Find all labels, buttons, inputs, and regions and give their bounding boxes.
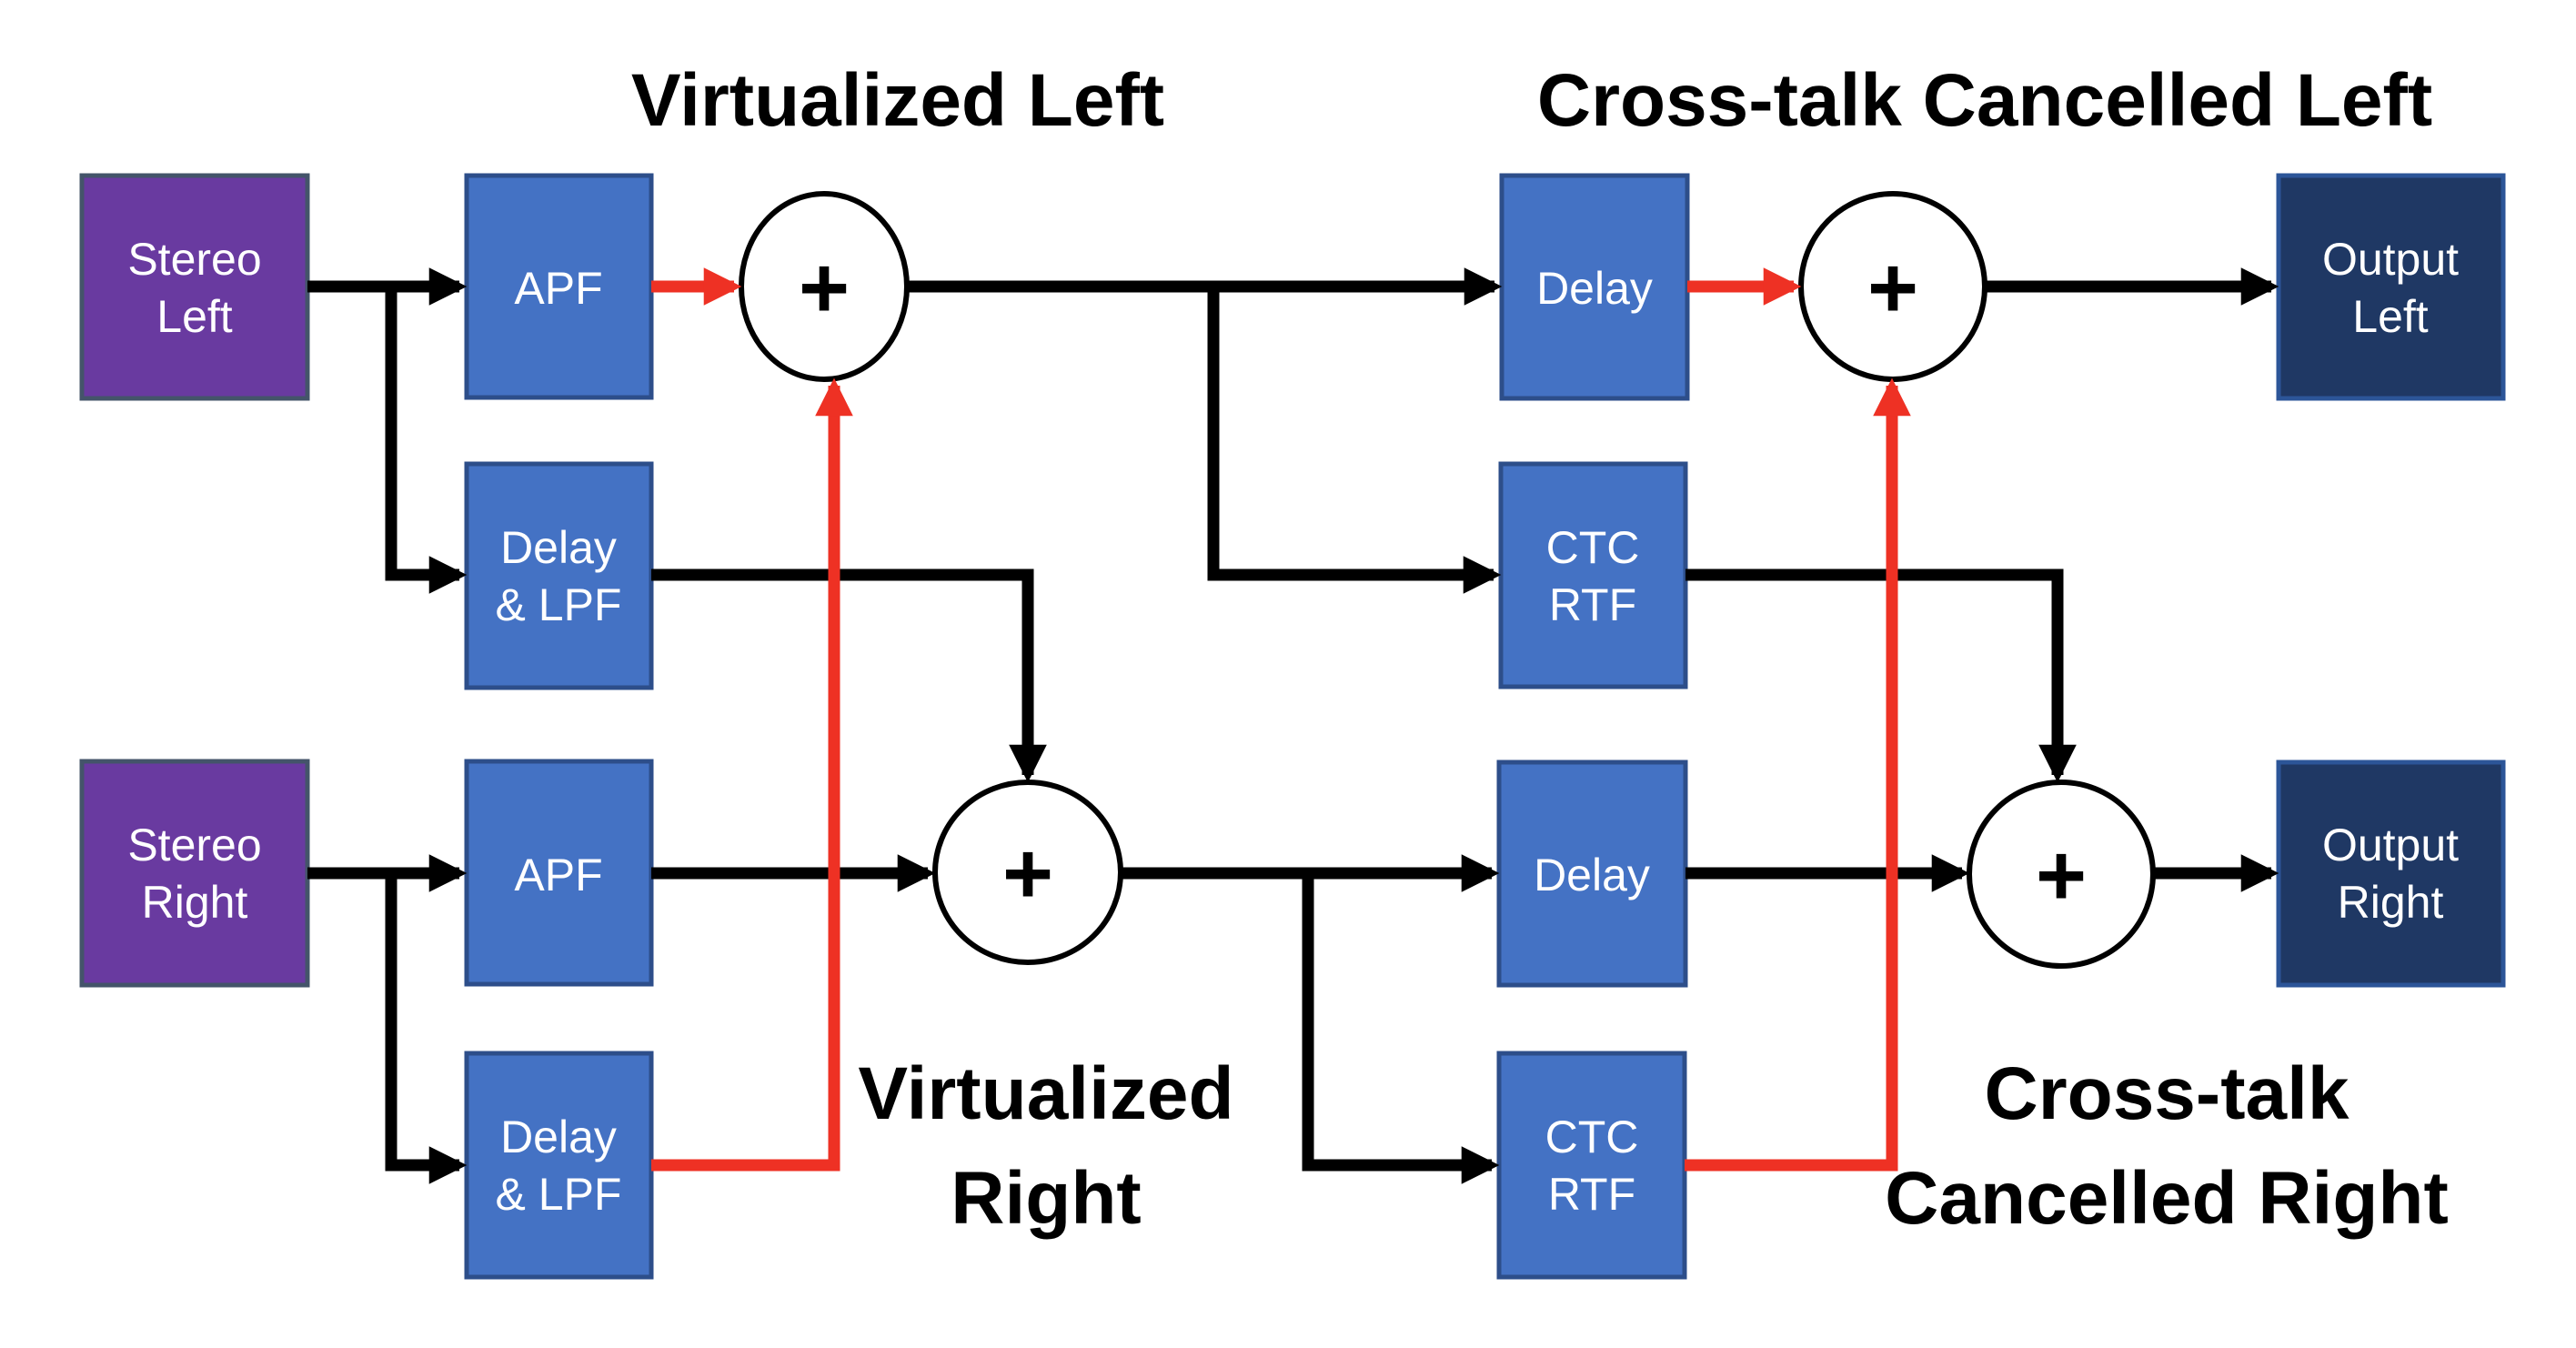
title-crosstalk-cancelled-right: Cancelled Right [1885,1157,2449,1240]
node-label: Stereo [127,234,261,285]
node-label: Right [142,877,248,928]
plus-icon: + [799,239,850,337]
node-stereo-left [79,173,310,401]
node-label: Output [2322,820,2459,870]
node-label: APF [514,263,602,314]
wire-virtualized-left-to-ctc-rtf [1207,287,1502,594]
node-ctc-rtf-top [1498,461,1688,689]
node-label: Left [156,291,233,342]
plus-icon: + [1002,825,1053,922]
plus-icon: + [1867,239,1918,337]
node-output-left [2276,173,2506,401]
wire-red-delay-lpf-bottom-to-sum-left [651,377,853,1172]
node-label: Delay [500,522,617,573]
node-ctc-rtf-bottom [1496,1051,1687,1280]
wire-stereo-right-to-delay-lpf [385,873,468,1184]
node-label: RTF [1548,1169,1635,1220]
title-crosstalk-cancelled-right: Cross-talk [1984,1052,2349,1135]
node-label: Delay [1536,263,1653,314]
wire-virtualized-right-to-ctc-rtf [1302,873,1500,1184]
wire-red-ctc-rtf-bottom-to-sum-crosstalk-left [1685,377,1911,1172]
node-delay-lpf-top [464,461,654,690]
title-crosstalk-cancelled-left: Cross-talk Cancelled Left [1537,59,2432,142]
plus-icon: + [2036,827,2087,924]
node-label: Right [2338,877,2444,928]
node-delay-top [1499,173,1690,401]
wire-ctc-rtf-top-to-sum-crosstalk-right [1685,568,2077,783]
node-label: Left [2352,291,2429,342]
node-label: CTC [1545,1112,1639,1162]
node-apf-top [464,173,654,400]
title-virtualized-left: Virtualized Left [631,59,1164,142]
node-label: & LPF [496,579,622,630]
wire-stereo-left-to-delay-lpf [385,287,468,594]
node-apf-bottom [464,759,654,987]
node-label: APF [514,850,602,900]
node-label: Output [2322,234,2459,285]
node-label: Stereo [127,820,261,870]
node-delay-lpf-bottom [464,1051,654,1280]
node-label: RTF [1549,579,1636,630]
node-label: CTC [1546,522,1640,573]
node-label: & LPF [496,1169,622,1220]
title-virtualized-right: Virtualized [858,1052,1233,1135]
wire-delay-lpf-top-to-sum-right [651,568,1047,783]
node-label: Delay [1534,850,1650,900]
node-label: Delay [500,1112,617,1162]
node-stereo-right [79,759,310,988]
title-virtualized-right: Right [951,1157,1141,1240]
node-output-right [2276,760,2506,988]
